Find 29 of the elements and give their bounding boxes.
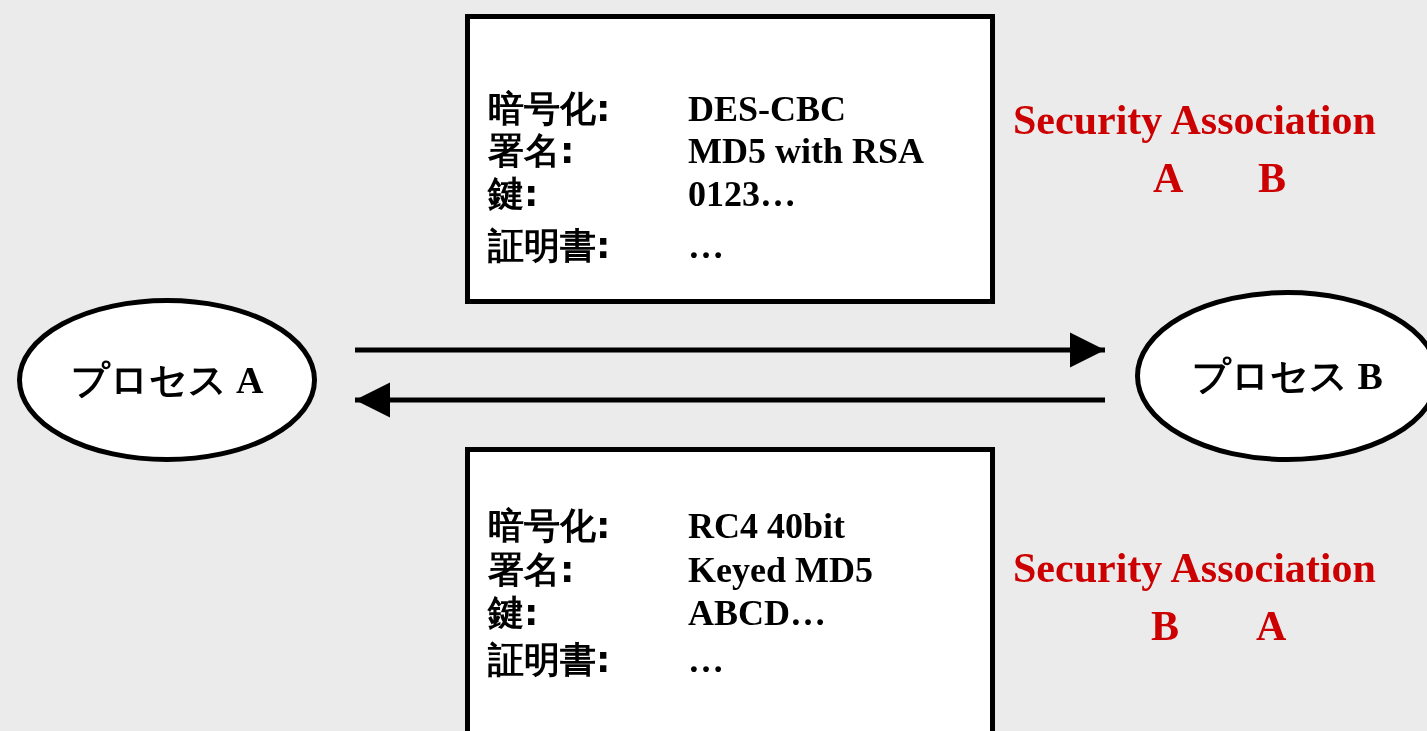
- endpoint-label: B: [1151, 603, 1179, 649]
- association-label: Security Association: [1013, 97, 1376, 143]
- table-cell-text: 0123…: [688, 174, 796, 214]
- parameter-box: [465, 14, 995, 304]
- table-cell-text: …: [688, 640, 724, 680]
- table-cell-text: 暗号化:: [488, 506, 611, 546]
- table-cell-text: 署名:: [488, 550, 575, 590]
- table-cell-text: 鍵:: [488, 593, 539, 633]
- table-cell-text: 鍵:: [488, 174, 539, 214]
- table-cell-text: 暗号化:: [488, 89, 611, 129]
- table-cell-text: 署名:: [488, 131, 575, 171]
- table-cell-text: DES-CBC: [688, 89, 847, 129]
- parameter-box: [465, 447, 995, 731]
- process-ellipse: [17, 298, 317, 462]
- table-cell-text: RC4 40bit: [688, 506, 845, 546]
- table-cell-text: ABCD…: [688, 593, 826, 633]
- table-cell-text: 証明書:: [488, 226, 611, 266]
- process-label: プロセス B: [1191, 353, 1384, 399]
- association-label: Security Association: [1013, 545, 1376, 591]
- table-cell-text: Keyed MD5: [688, 550, 873, 590]
- arrow: [355, 382, 1105, 418]
- table-cell-text: MD5 with RSA: [688, 131, 924, 171]
- endpoint-label: A: [1256, 603, 1287, 649]
- table-cell-text: …: [688, 226, 724, 266]
- table-cell-text: 証明書:: [488, 640, 611, 680]
- arrow: [355, 332, 1105, 368]
- process-label: プロセス A: [69, 357, 265, 403]
- endpoint-label: B: [1258, 155, 1286, 201]
- endpoint-label: A: [1153, 155, 1184, 201]
